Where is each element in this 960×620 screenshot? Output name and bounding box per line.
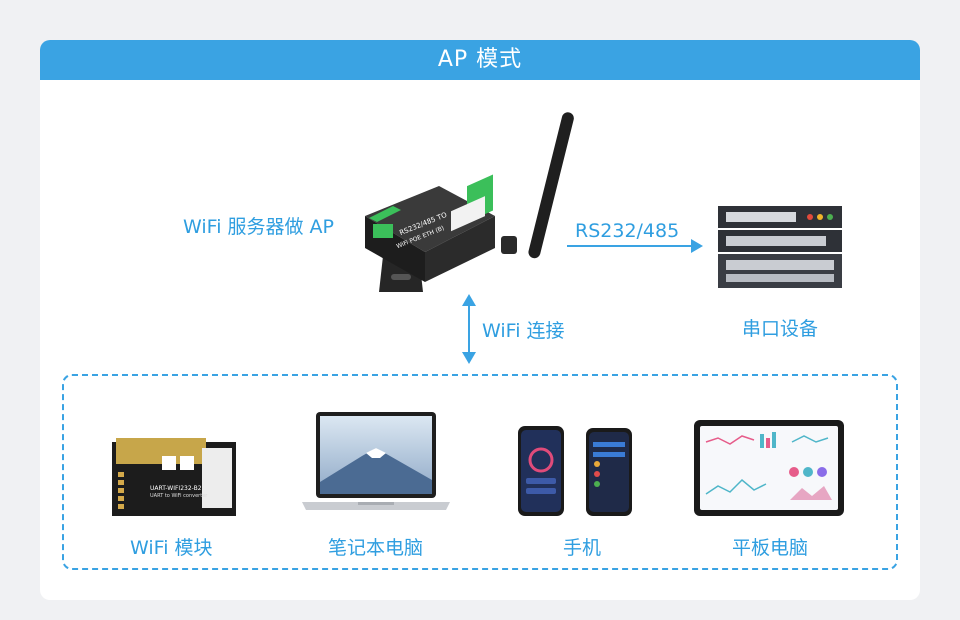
wifi-link-arrow bbox=[462, 294, 476, 364]
serial-link-label: RS232/485 bbox=[575, 220, 680, 242]
client-label-phone: 手机 bbox=[563, 537, 602, 559]
wifi-module-icon bbox=[112, 438, 236, 516]
diagram-card: AP 模式 RS232/485 TO WiFi POE ETH (B) WiFi… bbox=[40, 40, 920, 600]
tablet-icon bbox=[694, 420, 844, 516]
phone-icon bbox=[518, 426, 632, 516]
client-label-tablet: 平板电脑 bbox=[732, 537, 809, 559]
client-label-laptop: 笔记本电脑 bbox=[328, 537, 424, 559]
client-label-module: WiFi 模块 bbox=[130, 537, 213, 559]
serial-device-label: 串口设备 bbox=[742, 318, 819, 340]
server-ap-label: WiFi 服务器做 AP bbox=[183, 216, 335, 238]
serial-link-arrow bbox=[567, 239, 703, 253]
module-chip-text-1: UART-WIFI232-B2 bbox=[150, 485, 202, 492]
serial-wifi-gateway-icon bbox=[365, 112, 574, 292]
laptop-icon bbox=[302, 412, 450, 510]
client-devices-box bbox=[62, 374, 898, 570]
page-title: AP 模式 bbox=[40, 40, 920, 80]
wifi-link-label: WiFi 连接 bbox=[482, 320, 565, 342]
module-chip-text-2: UART to WiFi converter bbox=[150, 493, 208, 499]
server-rack-icon bbox=[718, 206, 842, 288]
